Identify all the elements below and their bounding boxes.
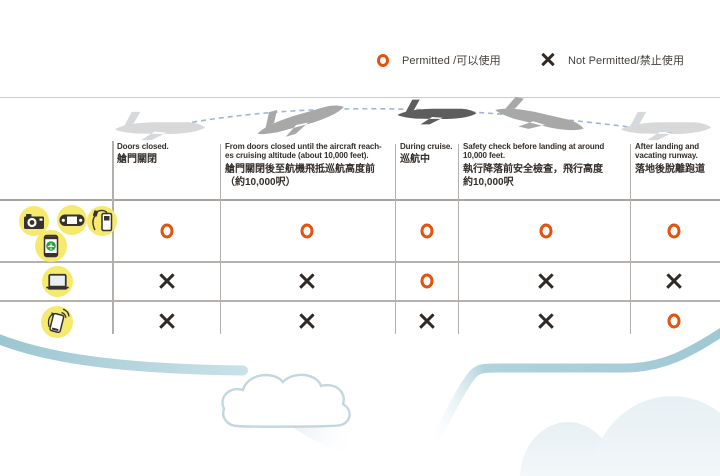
permitted-circle-icon bbox=[377, 53, 389, 67]
plane-descending-icon bbox=[492, 95, 588, 141]
not-permitted-x-icon bbox=[541, 53, 555, 67]
table-left-border bbox=[112, 141, 114, 334]
mark-row2-col4 bbox=[538, 273, 555, 290]
phase-header-landing: After landing and vacating runway. 落地後脫離… bbox=[635, 142, 705, 175]
row-divider-1 bbox=[0, 261, 720, 263]
phone-flight-mode-icon bbox=[35, 230, 67, 262]
laptop-icon bbox=[42, 266, 73, 297]
camera-icon bbox=[19, 206, 49, 236]
mark-row1-col1 bbox=[160, 223, 174, 239]
mark-row1-col2 bbox=[300, 223, 314, 239]
mark-row3-col4 bbox=[538, 313, 555, 330]
column-divider-1 bbox=[220, 144, 221, 334]
phase-header-descent: Safety check before landing at around 10… bbox=[463, 142, 605, 188]
game-console-icon bbox=[57, 205, 87, 235]
mark-row1-col5 bbox=[667, 223, 681, 239]
mark-row3-col5 bbox=[667, 313, 681, 329]
phone-transmitting-icon bbox=[41, 306, 73, 338]
plane-cruising-icon bbox=[397, 99, 477, 125]
legend-not-permitted: Not Permitted/禁止使用 bbox=[541, 48, 684, 72]
left-swoosh bbox=[0, 334, 248, 376]
plane-climbing-icon bbox=[252, 95, 348, 145]
column-divider-2 bbox=[395, 144, 396, 334]
plane-landed-icon bbox=[620, 111, 712, 141]
plane-parked-icon bbox=[114, 111, 206, 141]
hill-small bbox=[520, 422, 616, 476]
cloud-icon bbox=[221, 373, 351, 428]
legend-divider bbox=[0, 97, 720, 98]
mark-row2-col1 bbox=[159, 273, 176, 290]
mark-row1-col4 bbox=[539, 223, 553, 239]
permitted-label: Permitted /可以使用 bbox=[402, 55, 501, 67]
mark-row2-col2 bbox=[299, 273, 316, 290]
table-top-rule bbox=[0, 199, 720, 201]
right-swoosh bbox=[425, 327, 720, 453]
mark-row3-col3 bbox=[419, 313, 436, 330]
row-divider-2 bbox=[0, 300, 720, 302]
mark-row3-col1 bbox=[159, 313, 176, 330]
column-divider-3 bbox=[458, 144, 459, 334]
phase-header-cruise: During cruise. 巡航中 bbox=[400, 142, 453, 166]
landscape-decoration bbox=[0, 327, 720, 476]
phase-header-climb: From doors closed until the aircraft rea… bbox=[225, 142, 382, 188]
mark-row2-col5 bbox=[666, 273, 683, 290]
mark-row1-col3 bbox=[420, 223, 434, 239]
phase-header-doors-closed: Doors closed. 艙門關閉 bbox=[117, 142, 169, 166]
flight-path-illustration bbox=[114, 95, 712, 145]
legend-permitted: Permitted /可以使用 bbox=[377, 48, 501, 72]
not-permitted-label: Not Permitted/禁止使用 bbox=[568, 55, 685, 67]
dashed-flight-path bbox=[147, 107, 677, 134]
mark-row3-col2 bbox=[299, 313, 316, 330]
mark-row2-col3 bbox=[420, 273, 434, 289]
hill-large bbox=[590, 396, 720, 476]
music-player-icon bbox=[87, 206, 117, 236]
column-divider-4 bbox=[630, 144, 631, 334]
